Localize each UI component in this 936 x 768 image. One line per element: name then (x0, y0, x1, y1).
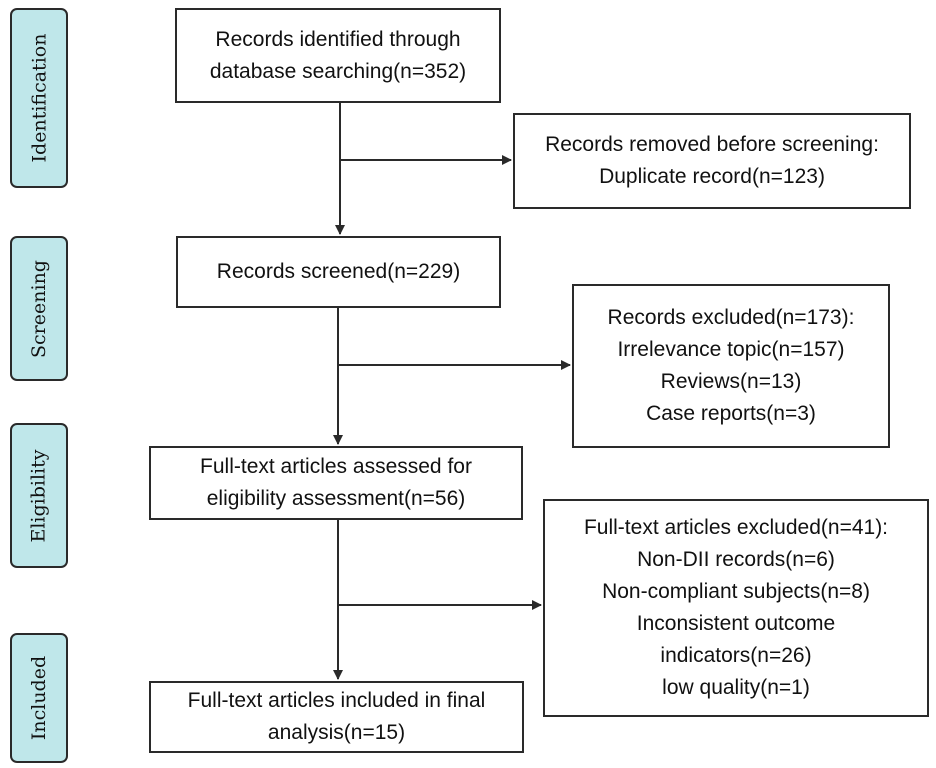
stage-label-included-text: Included (28, 655, 50, 741)
records-removed-box: Records removed before screening: Duplic… (513, 113, 911, 209)
records-excluded-line-4: Case reports(n=3) (646, 402, 816, 425)
records-identified-line-2: database searching(n=352) (209, 59, 467, 83)
stage-label-eligibility-text: Eligibility (28, 448, 50, 543)
stage-label-eligibility: Eligibility (10, 423, 68, 568)
fulltext-excluded-line-3: Non-compliant subjects(n=8) (602, 580, 870, 603)
records-identified-box: Records identified through database sear… (175, 8, 501, 103)
fulltext-assessed-box: Full-text articles assessed for eligibil… (149, 446, 523, 520)
records-excluded-line-2: Irrelevance topic(n=157) (617, 338, 845, 361)
fulltext-assessed-line-2: eligibility assessment(n=56) (206, 487, 466, 510)
records-screened-line-1: Records screened(n=229) (216, 260, 461, 283)
fulltext-excluded-line-6: low quality(n=1) (662, 676, 810, 699)
stage-label-identification: Identification (10, 8, 68, 188)
records-excluded-box: Records excluded(n=173): Irrelevance top… (572, 284, 890, 448)
fulltext-excluded-box: Full-text articles excluded(n=41): Non-D… (543, 499, 929, 717)
fulltext-included-box: Full-text articles included in final ana… (149, 681, 524, 753)
records-excluded-line-3: Reviews(n=13) (660, 370, 802, 393)
records-removed-line-1: Records removed before screening: (545, 133, 879, 156)
fulltext-assessed-line-1: Full-text articles assessed for (200, 455, 472, 478)
records-identified-line-1: Records identified through (215, 27, 461, 51)
fulltext-excluded-line-1: Full-text articles excluded(n=41): (583, 516, 889, 539)
stage-label-included: Included (10, 633, 68, 763)
records-removed-line-2: Duplicate record(n=123) (599, 165, 825, 188)
fulltext-excluded-line-2: Non-DII records(n=6) (637, 548, 835, 571)
stage-label-identification-text: Identification (28, 33, 51, 163)
fulltext-included-line-1: Full-text articles included in final (187, 689, 486, 712)
fulltext-excluded-line-4: Inconsistent outcome (636, 612, 836, 635)
stage-label-screening: Screening (10, 236, 68, 381)
fulltext-excluded-line-5: indicators(n=26) (660, 644, 812, 667)
records-excluded-line-1: Records excluded(n=173): (607, 306, 855, 329)
stage-label-screening-text: Screening (28, 259, 51, 358)
fulltext-included-line-2: analysis(n=15) (267, 721, 406, 744)
records-screened-box: Records screened(n=229) (176, 236, 501, 308)
